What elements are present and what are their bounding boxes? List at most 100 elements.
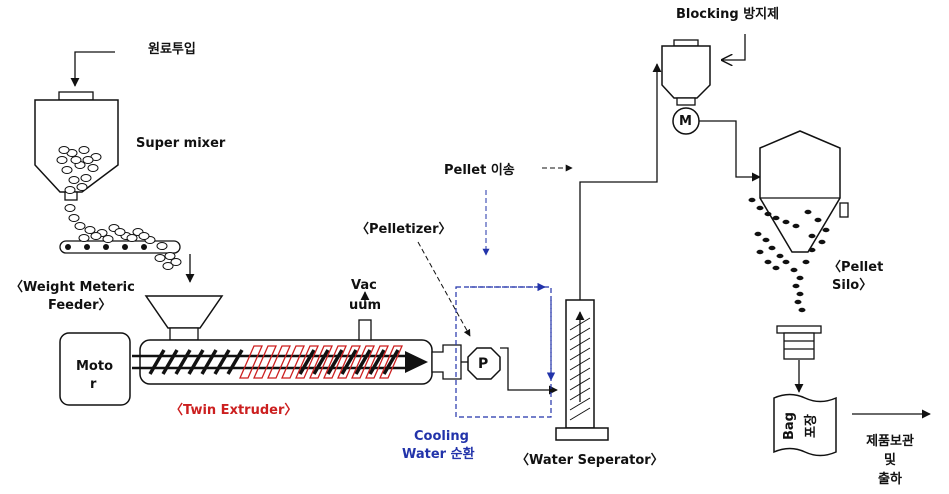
pellet-transfer-line xyxy=(579,63,662,300)
pellet xyxy=(790,267,798,273)
blocking-agent-arrow xyxy=(722,34,746,60)
screw-flight xyxy=(340,349,358,375)
pump-label: P xyxy=(478,356,489,372)
motor-m-label: M xyxy=(679,114,692,129)
vacuum-port xyxy=(358,291,372,341)
pellet xyxy=(80,174,92,182)
screw-flight xyxy=(200,349,218,375)
screw-flight xyxy=(226,349,244,375)
pellet xyxy=(164,252,176,260)
screen-bar xyxy=(569,397,591,411)
pellet xyxy=(61,166,73,174)
pellet xyxy=(102,235,114,243)
pellet xyxy=(814,217,822,223)
pelletizer-label: 〈Pelletizer〉 xyxy=(356,222,452,237)
pellet xyxy=(78,234,90,242)
screw-flight xyxy=(213,349,231,375)
screw-flight xyxy=(298,349,316,375)
pellet xyxy=(58,146,70,154)
twin-extruder-label: 〈Twin Extruder〉 xyxy=(170,403,298,418)
product-label-3: 출하 xyxy=(878,472,902,487)
pellet xyxy=(798,307,806,313)
screw-flight xyxy=(354,349,372,375)
pellet xyxy=(818,239,826,245)
pellet xyxy=(782,259,790,265)
screw-flight-red xyxy=(323,345,347,379)
pellet xyxy=(796,275,804,281)
screw-flights-black xyxy=(148,349,400,375)
screw-flight-red xyxy=(253,345,277,379)
cooling-water-loop xyxy=(455,282,556,418)
cooling-water-label-2: Water 순환 xyxy=(402,447,475,462)
silo-pellets xyxy=(748,197,830,313)
pellet xyxy=(68,176,80,184)
pellet xyxy=(756,249,764,255)
pellet xyxy=(56,156,68,164)
pellet xyxy=(782,219,790,225)
screw-flight xyxy=(148,349,166,375)
pellet xyxy=(82,156,94,164)
vacuum-label-1: Vac xyxy=(351,278,377,293)
motor-box xyxy=(59,332,131,406)
pellet xyxy=(90,232,102,240)
screw-flight-red xyxy=(337,345,361,379)
pellet-transfer-label: Pellet 이송 xyxy=(444,163,515,178)
pellet xyxy=(764,259,772,265)
screw-flight xyxy=(326,349,344,375)
pelletizer-leader xyxy=(417,241,471,337)
bag-packing-label: 포장 xyxy=(803,414,819,438)
pellet xyxy=(756,205,764,211)
screw-flight xyxy=(174,349,192,375)
screw-flight xyxy=(312,349,330,375)
product-label-2: 및 xyxy=(884,453,896,468)
water-separator xyxy=(555,299,609,441)
pellet xyxy=(754,231,762,237)
screw-flight-red xyxy=(239,345,263,379)
pelletizer-die xyxy=(431,344,501,380)
material-input-arrow xyxy=(70,51,115,87)
screw-flight-red xyxy=(379,345,403,379)
blocking-agent-hopper xyxy=(661,39,711,106)
screw-flight-red xyxy=(295,345,319,379)
pellet xyxy=(808,233,816,239)
silo-feed-arrow xyxy=(699,120,761,182)
pellet xyxy=(792,223,800,229)
pellet xyxy=(748,197,756,203)
pellet xyxy=(156,242,168,250)
pellet-flow-arrow xyxy=(500,347,558,395)
screw-flight-red xyxy=(351,345,375,379)
mixer-pellets xyxy=(56,146,102,194)
pellet xyxy=(796,291,804,297)
pellet xyxy=(126,234,138,242)
pellet xyxy=(154,254,166,262)
pellet xyxy=(76,183,88,191)
super-mixer-label: Super mixer xyxy=(136,136,226,151)
weight-feeder-label-2: Feeder〉 xyxy=(48,298,112,313)
screw-flight-red xyxy=(309,345,333,379)
pellet xyxy=(138,232,150,240)
pellet xyxy=(792,283,800,289)
pellet xyxy=(87,164,99,172)
pellet xyxy=(804,209,812,215)
motor-label-1: Moto xyxy=(76,359,114,374)
screen-bar xyxy=(569,407,591,421)
pellet xyxy=(114,228,126,236)
pellet-silo-label-2: Silo〉 xyxy=(832,278,873,293)
extruder-hopper xyxy=(144,295,224,341)
screw-flights-red xyxy=(239,345,403,379)
water-separator-label: 〈Water Seperator〉 xyxy=(516,453,664,468)
screw-flight xyxy=(161,349,179,375)
screw-flight-red xyxy=(365,345,389,379)
pellet-silo-label-1: 〈Pellet xyxy=(828,260,884,275)
motor-label-2: r xyxy=(90,377,97,392)
bag-label: Bag xyxy=(782,412,797,440)
pellet xyxy=(74,222,86,230)
pellet xyxy=(762,237,770,243)
material-input-label: 원료투입 xyxy=(148,42,196,57)
pellet xyxy=(794,299,802,305)
pellet xyxy=(78,146,90,154)
pellet xyxy=(822,227,830,233)
pellet xyxy=(64,204,76,212)
pellet xyxy=(772,215,780,221)
